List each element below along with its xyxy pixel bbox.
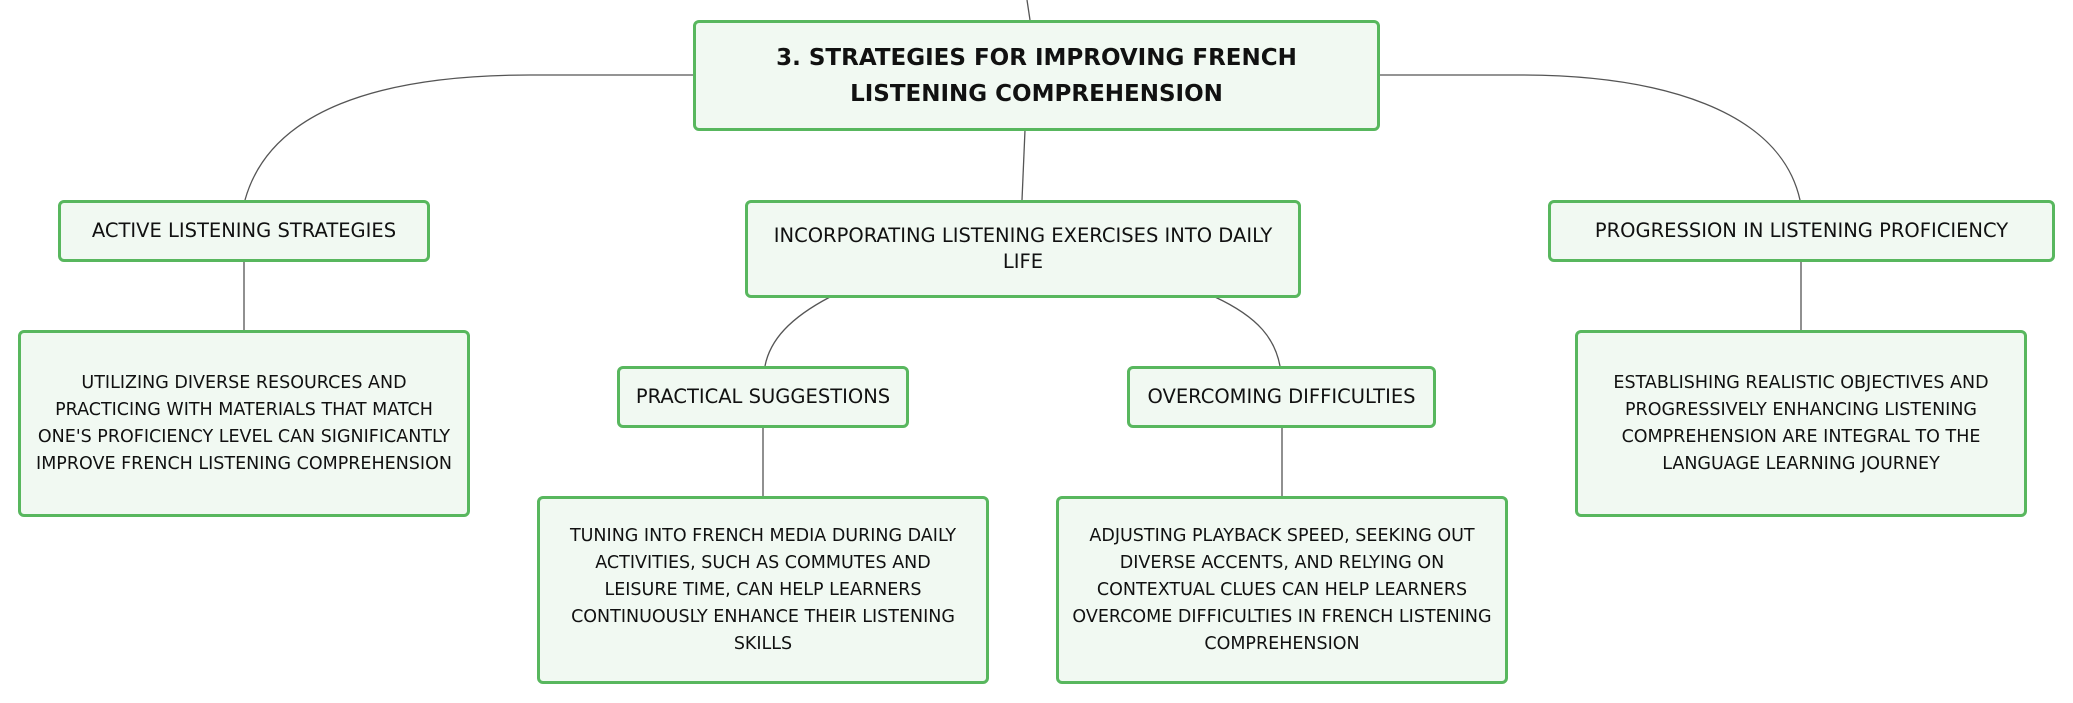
leaf-node-practical-suggestions-detail[interactable]: TUNING INTO FRENCH MEDIA DURING DAILY AC… xyxy=(537,496,989,684)
root-node-label: 3. STRATEGIES FOR IMPROVING FRENCH LISTE… xyxy=(776,44,1297,107)
branch-node-label: PROGRESSION IN LISTENING PROFICIENCY xyxy=(1594,219,2009,242)
leaf-node-text: ADJUSTING PLAYBACK SPEED, SEEKING OUT DI… xyxy=(1072,525,1492,654)
connector-incoming-root xyxy=(1026,0,1031,21)
leaf-node-text: TUNING INTO FRENCH MEDIA DURING DAILY AC… xyxy=(569,525,957,654)
connector-root-active xyxy=(244,74,693,201)
leaf-node-progression-detail[interactable]: ESTABLISHING REALISTIC OBJECTIVES AND PR… xyxy=(1575,330,2027,517)
connector-incorporating-overcoming xyxy=(1214,296,1281,367)
branch-node-progression[interactable]: PROGRESSION IN LISTENING PROFICIENCY xyxy=(1548,200,2055,262)
leaf-node-text: ESTABLISHING REALISTIC OBJECTIVES AND PR… xyxy=(1613,372,1989,474)
subbranch-node-label: OVERCOMING DIFFICULTIES xyxy=(1147,385,1416,408)
root-node[interactable]: 3. STRATEGIES FOR IMPROVING FRENCH LISTE… xyxy=(693,20,1380,131)
subbranch-node-label: PRACTICAL SUGGESTIONS xyxy=(635,385,891,408)
branch-node-label: INCORPORATING LISTENING EXERCISES INTO D… xyxy=(773,224,1273,273)
branch-node-active-listening[interactable]: ACTIVE LISTENING STRATEGIES xyxy=(58,200,430,262)
branch-node-daily-life[interactable]: INCORPORATING LISTENING EXERCISES INTO D… xyxy=(745,200,1301,298)
leaf-node-overcoming-difficulties-detail[interactable]: ADJUSTING PLAYBACK SPEED, SEEKING OUT DI… xyxy=(1056,496,1508,684)
leaf-node-active-listening-detail[interactable]: UTILIZING DIVERSE RESOURCES AND PRACTICI… xyxy=(18,330,470,517)
connector-root-progression xyxy=(1379,74,1801,201)
branch-node-label: ACTIVE LISTENING STRATEGIES xyxy=(91,219,397,242)
connector-incorporating-practical xyxy=(764,296,831,367)
connector-root-incorporating xyxy=(1021,129,1026,201)
subbranch-node-overcoming-difficulties[interactable]: OVERCOMING DIFFICULTIES xyxy=(1127,366,1436,428)
leaf-node-text: UTILIZING DIVERSE RESOURCES AND PRACTICI… xyxy=(36,372,452,474)
subbranch-node-practical-suggestions[interactable]: PRACTICAL SUGGESTIONS xyxy=(617,366,909,428)
